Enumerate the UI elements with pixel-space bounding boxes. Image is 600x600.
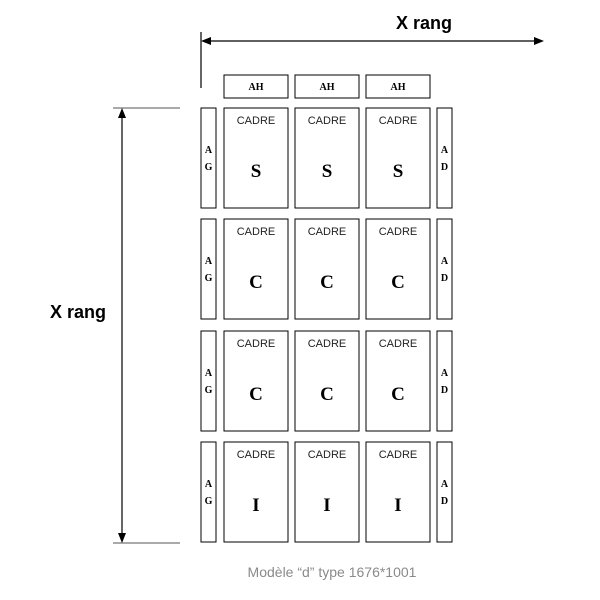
ad-letter: A [441,479,449,490]
cadre-type-letter: C [249,384,263,405]
ag-letter: G [205,273,213,284]
horizontal-dimension: X rang [200,13,544,88]
cadre-cell: CADRE C [223,218,289,320]
ag-letter: A [205,256,213,267]
ad-letter: D [441,273,448,284]
cadre-cell: CADRE S [223,107,289,209]
ad-strip: A D [436,218,453,320]
cadre-type-letter: C [320,272,334,293]
cadre-cell: CADRE C [294,330,360,432]
cadre-cell: CADRE S [294,107,360,209]
cadre-cell: CADRE I [223,441,289,543]
top-ah-row: AH AH AH [223,74,431,99]
cadre-cell: CADRE I [365,441,431,543]
cadre-label: CADRE [379,115,418,127]
cadre-label: CADRE [237,115,276,127]
ad-letter: D [441,162,448,173]
ag-letter: A [205,479,213,490]
ad-letter: D [441,385,448,396]
ag-strip: A G [200,107,217,209]
arrow-right-icon [534,37,544,45]
ag-strip: A G [200,441,217,543]
ah-block: AH [223,74,289,99]
ah-label: AH [249,82,264,93]
cadre-cell: CADRE C [365,218,431,320]
ag-letter: G [205,162,213,173]
cadre-type-letter: I [323,495,330,516]
cadre-cell: CADRE I [294,441,360,543]
cadre-label: CADRE [308,449,347,461]
cadre-type-letter: S [251,161,262,182]
cadre-cell: CADRE C [365,330,431,432]
panel-row: A G CADRE C CADRE C CADRE C A D [200,218,453,320]
ad-letter: A [441,145,449,156]
ad-letter: A [441,368,449,379]
cadre-cell: CADRE C [294,218,360,320]
cadre-type-letter: C [320,384,334,405]
cadre-label: CADRE [237,338,276,350]
ag-strip: A G [200,218,217,320]
ad-strip: A D [436,107,453,209]
vertical-dimension: X rang [50,107,180,544]
cadre-label: CADRE [308,338,347,350]
ah-label: AH [320,82,335,93]
ad-strip: A D [436,441,453,543]
diagram-caption: Modèle “d” type 1676*1001 [248,564,417,580]
ad-letter: D [441,496,448,507]
ad-strip: A D [436,330,453,432]
cadre-label: CADRE [237,449,276,461]
arrow-down-icon [118,533,126,543]
cadre-cell: CADRE C [223,330,289,432]
cadre-label: CADRE [308,115,347,127]
panel-row: A G CADRE S CADRE S CADRE S A D [200,107,453,209]
cadre-cell: CADRE S [365,107,431,209]
arrow-up-icon [118,108,126,118]
cadre-type-letter: I [394,495,401,516]
cadre-label: CADRE [237,226,276,238]
horizontal-dimension-label: X rang [396,13,452,33]
cadre-label: CADRE [379,449,418,461]
cadre-type-letter: C [391,272,405,293]
panel-row: A G CADRE C CADRE C CADRE C A D [200,330,453,432]
ah-block: AH [294,74,360,99]
cadre-type-letter: C [249,272,263,293]
cadre-label: CADRE [308,226,347,238]
ag-letter: A [205,368,213,379]
cadre-type-letter: C [391,384,405,405]
cadre-label: CADRE [379,338,418,350]
ag-letter: G [205,385,213,396]
cadre-type-letter: S [322,161,333,182]
ag-letter: G [205,496,213,507]
ad-letter: A [441,256,449,267]
cadre-type-letter: S [393,161,404,182]
ah-label: AH [391,82,406,93]
ag-letter: A [205,145,213,156]
ag-strip: A G [200,330,217,432]
arrow-left-icon [201,37,211,45]
cadre-type-letter: I [252,495,259,516]
cadre-label: CADRE [379,226,418,238]
vertical-dimension-label: X rang [50,302,106,322]
ah-block: AH [365,74,431,99]
panel-row: A G CADRE I CADRE I CADRE I A D [200,441,453,543]
